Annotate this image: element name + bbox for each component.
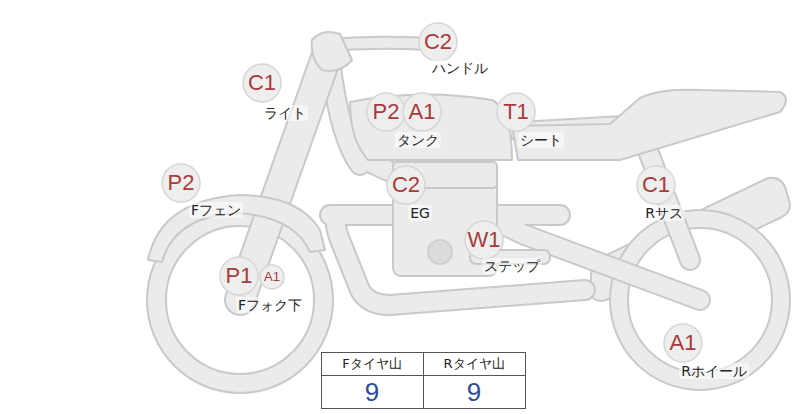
callout-code: C1: [642, 172, 670, 197]
callout-code: W1: [468, 227, 501, 252]
table-value: 9: [467, 378, 481, 408]
part-name: ハンドル: [430, 60, 490, 76]
callout-code: A1: [670, 330, 697, 355]
callout-code: P2: [373, 99, 400, 124]
table-value: 9: [365, 378, 379, 408]
callout-code: P2: [168, 170, 195, 195]
table-header: Rタイヤ山: [443, 357, 504, 372]
callout-code: P1: [226, 263, 253, 288]
part-name: Rサス: [643, 205, 685, 221]
part-name: ステップ: [482, 258, 542, 274]
table-header: Fタイヤ山: [342, 357, 401, 372]
callout-code: A1: [409, 99, 436, 124]
callout-code: T1: [503, 99, 529, 124]
part-name: タンク: [395, 132, 441, 148]
part-name: EG: [408, 205, 432, 221]
part-name: Fフェン: [189, 202, 243, 218]
part-name: ライト: [262, 105, 308, 121]
part-name: Rホイール: [679, 363, 749, 379]
part-name: シート: [518, 132, 564, 148]
callout-code: A1: [264, 270, 280, 285]
callout-code: C1: [248, 70, 276, 95]
callout-code: C2: [392, 172, 420, 197]
callout-code: C2: [424, 29, 452, 54]
part-name: Fフォク下: [236, 297, 304, 313]
